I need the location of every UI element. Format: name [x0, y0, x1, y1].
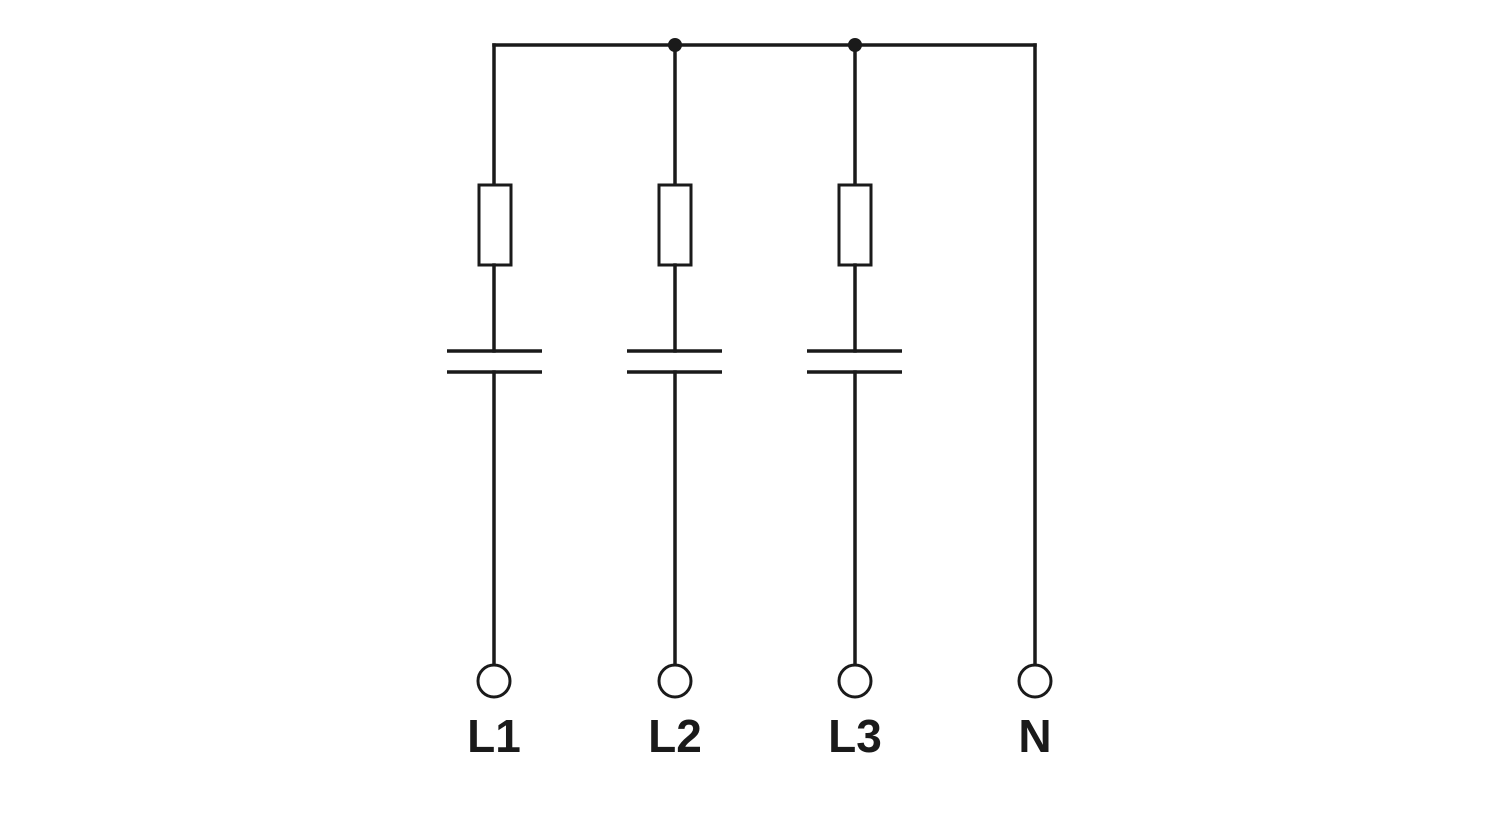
resistor-l2 — [657, 183, 693, 267]
terminal-n — [1017, 663, 1053, 699]
terminal-label-n: N — [1018, 710, 1051, 762]
branch-l2: L2 — [627, 43, 722, 762]
branch-l3: L3 — [807, 43, 902, 762]
branch-l1: L1 — [447, 43, 542, 762]
terminal-label-l3: L3 — [828, 710, 882, 762]
terminal-l3 — [837, 663, 873, 699]
resistor-l3 — [837, 183, 873, 267]
terminal-label-l1: L1 — [467, 710, 521, 762]
resistor-l1 — [477, 183, 513, 267]
branch-n: N — [1017, 43, 1053, 762]
terminal-l1 — [476, 663, 512, 699]
terminal-l2 — [657, 663, 693, 699]
terminal-label-l2: L2 — [648, 710, 702, 762]
